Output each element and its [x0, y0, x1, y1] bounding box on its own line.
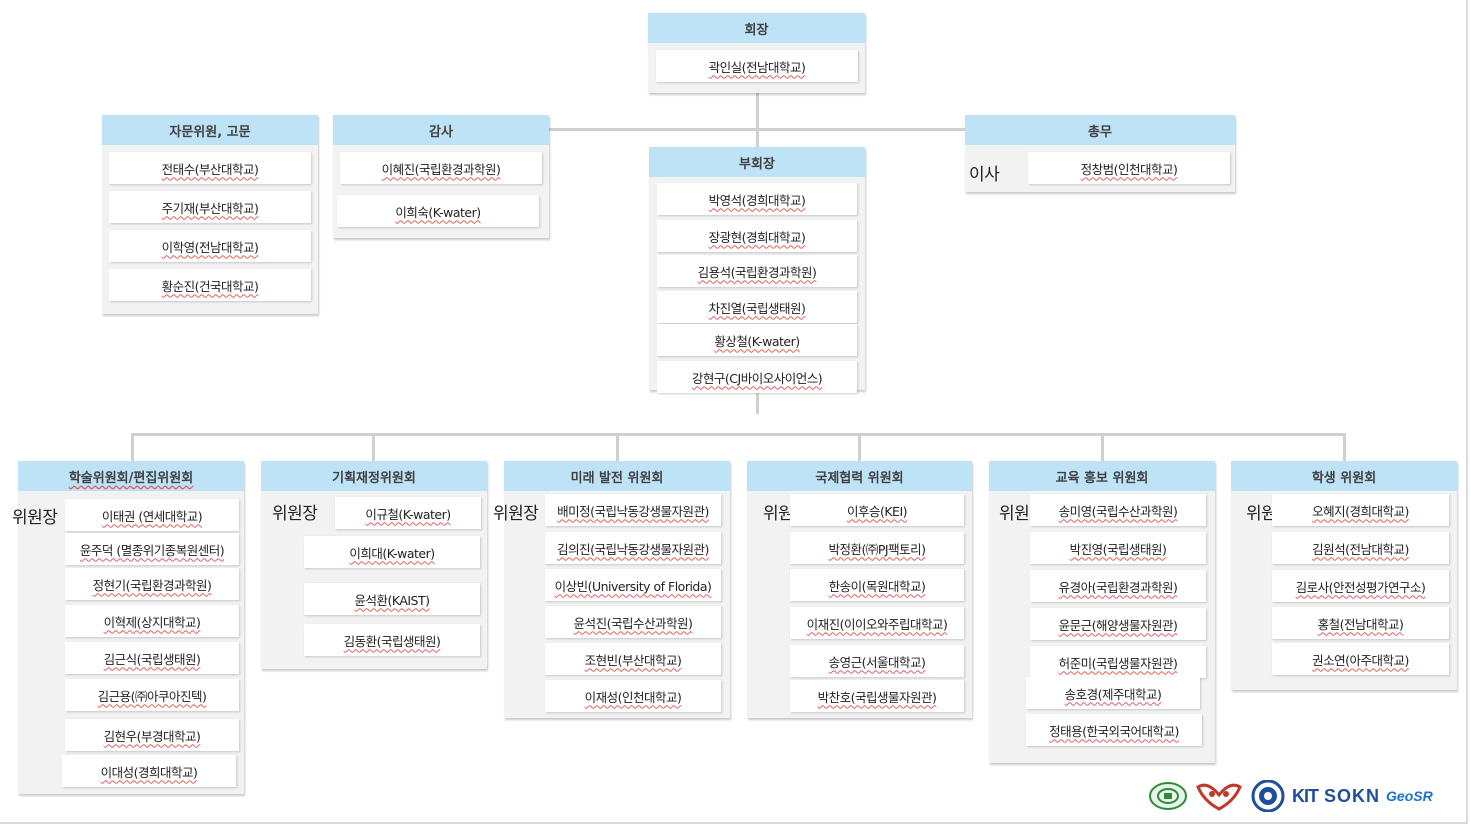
connector-drop-4 [858, 433, 861, 463]
committee-student-member: 김로사(안전성평가연구소) [1272, 570, 1449, 602]
auditor-box: 감사 이혜진(국립환경과학원) 이희숙(K-water) [333, 115, 549, 238]
committee-future-member: 배미정(국립낙동강생물자원관) [545, 494, 721, 526]
advisor-member: 황순진(건국대학교) [109, 269, 311, 301]
vice-president-member: 장광현(경희대학교) [657, 220, 857, 252]
vice-president-header: 부회장 [649, 147, 865, 177]
committee-planning-member: 이희대(K-water) [304, 536, 480, 568]
committee-planning-member: 윤석환(KAIST) [304, 583, 480, 615]
committee-future-box: 미래 발전 위원회 위원장 배미정(국립낙동강생물자원관) 김의진(국립낙동강생… [493, 461, 730, 718]
auditor-member: 이희숙(K-water) [337, 195, 539, 227]
president-header: 회장 [648, 13, 865, 43]
committee-international-member: 이재진(이이오와주립대학교) [790, 607, 964, 639]
general-affairs-member: 정창범(인천대학교) [1028, 152, 1230, 184]
committee-planning-member: 김동환(국립생태원) [304, 624, 480, 656]
committee-education-member: 송호경(제주대학교) [1026, 677, 1200, 709]
vice-president-member: 김용석(국립환경과학원) [657, 255, 857, 287]
committee-future-header: 미래 발전 위원회 [504, 461, 730, 491]
committee-future-member: 이상빈(University of Florida) [545, 569, 721, 601]
committee-academic-member: 정현기(국립환경과학원) [65, 568, 239, 600]
advisors-box: 자문위원, 고문 전태수(부산대학교) 주기재(부산대학교) 이학영(전남대학교… [102, 115, 318, 314]
advisor-member: 전태수(부산대학교) [109, 152, 311, 184]
committee-academic-member: 김근식(국립생태원) [65, 642, 239, 674]
committee-international-member: 박찬호(국립생물자원관) [790, 680, 964, 712]
committee-academic-box: 학술위원회/편집위원회 위원장 이태권 (연세대학교) 윤주덕 (멸종위기종복원… [12, 461, 244, 794]
vice-president-member: 차진열(국립생태원) [657, 291, 857, 323]
connector-president-down [756, 92, 759, 148]
committee-student-member: 홍철(전남대학교) [1272, 607, 1449, 639]
committee-student-box: 학생 위원회 위원장 오혜지(경희대학교) 김원석(전남대학교) 김로사(안전성… [1231, 461, 1457, 690]
committee-future-member: 이재성(인천대학교) [545, 680, 721, 712]
committee-international-member: 한송이(목원대학교) [790, 569, 964, 601]
committee-education-member: 박진영(국립생태원) [1030, 532, 1206, 564]
committee-international-member: 이후승(KEI) [790, 494, 964, 526]
committee-future-member: 김의진(국립낙동강생물자원관) [545, 532, 721, 564]
advisor-member: 이학영(전남대학교) [109, 230, 311, 262]
committee-academic-header: 학술위원회/편집위원회 [18, 461, 244, 491]
committee-student-header: 학생 위원회 [1231, 461, 1457, 491]
connector-drop-1 [131, 433, 134, 463]
committee-student-member: 김원석(전남대학교) [1272, 532, 1449, 564]
advisors-header: 자문위원, 고문 [102, 115, 318, 145]
connector-drop-5 [1101, 433, 1104, 463]
committee-education-header: 교육 홍보 위원회 [989, 461, 1215, 491]
committee-academic-member: 이혁제(상지대학교) [65, 605, 239, 637]
partner-logos: KIT SOKN GeoSR [1148, 780, 1454, 812]
emblem-logo [1149, 782, 1187, 810]
committee-international-box: 국제협력 위원회 위원장 이후승(KEI) 박정환(㈜PJ팩토리) 한송이(목원… [747, 461, 972, 718]
general-affairs-box: 총무 이사 정창범(인천대학교) [965, 115, 1235, 192]
committee-planning-chair-label: 위원장 [272, 504, 318, 524]
vice-president-member: 황상철(K-water) [657, 324, 857, 356]
committee-international-member: 송영근(서울대학교) [790, 645, 964, 677]
vice-president-member: 박영석(경희대학교) [657, 183, 857, 215]
connector-drop-6 [1343, 433, 1346, 463]
general-affairs-header: 총무 [965, 115, 1235, 145]
connector-drop-2 [372, 433, 375, 463]
ribbon-logo [1196, 783, 1242, 811]
committee-international-member: 박정환(㈜PJ팩토리) [790, 532, 964, 564]
connector-top-horizontal [548, 128, 968, 131]
seal-logo [1251, 780, 1285, 812]
kit-logo: KIT [1292, 785, 1319, 806]
vice-president-box: 부회장 박영석(경희대학교) 장광현(경희대학교) 김용석(국립환경과학원) 차… [649, 147, 865, 393]
committee-academic-member: 김근용(㈜아쿠아진텍) [65, 679, 239, 711]
committee-future-chair-label: 위원장 [493, 504, 539, 524]
connector-vice-down [756, 388, 759, 414]
committee-academic-member: 김현우(부경대학교) [65, 719, 239, 751]
committee-future-member: 조현빈(부산대학교) [545, 643, 721, 675]
president-member: 곽인실(전남대학교) [656, 50, 858, 82]
committee-education-member: 유경아(국립환경과학원) [1030, 570, 1206, 602]
committee-academic-member: 윤주덕 (멸종위기종복원센터) [65, 533, 239, 565]
committee-academic-member: 이대성(경희대학교) [62, 755, 236, 787]
committee-future-member: 윤석진(국립수산과학원) [545, 606, 721, 638]
committee-academic-member: 이태권 (연세대학교) [65, 499, 239, 531]
geosr-logo: GeoSR [1386, 788, 1433, 804]
committee-student-member: 오혜지(경희대학교) [1272, 494, 1449, 526]
committee-education-member: 윤문근(해양생물자원관) [1030, 608, 1206, 640]
vice-president-member: 강현구(CJ바이오사이언스) [657, 361, 857, 393]
advisor-member: 주기재(부산대학교) [109, 191, 311, 223]
president-box: 회장 곽인실(전남대학교) [648, 13, 865, 93]
committee-international-header: 국제협력 위원회 [747, 461, 972, 491]
committee-academic-chair-label: 위원장 [12, 508, 58, 528]
auditor-member: 이혜진(국립환경과학원) [340, 152, 542, 184]
connector-committees-horizontal [131, 433, 1346, 436]
committee-planning-header: 기획재정위원회 [261, 461, 487, 491]
committee-education-box: 교육 홍보 위원회 위원장 송미영(국립수산과학원) 박진영(국립생태원) 유경… [989, 461, 1215, 763]
auditor-header: 감사 [333, 115, 549, 145]
committee-education-member: 정태용(한국외국어대학교) [1026, 714, 1202, 746]
connector-drop-3 [616, 433, 619, 463]
committee-student-member: 권소연(아주대학교) [1272, 643, 1449, 675]
director-label: 이사 [969, 165, 1000, 185]
committee-planning-box: 기획재정위원회 위원장 이규철(K-water) 이희대(K-water) 윤석… [261, 461, 487, 669]
sokn-logo: SOKN [1324, 785, 1381, 806]
committee-education-member: 송미영(국립수산과학원) [1030, 494, 1206, 526]
committee-education-member: 허준미(국립생물자원관) [1030, 646, 1206, 678]
committee-planning-member: 이규철(K-water) [335, 497, 481, 529]
